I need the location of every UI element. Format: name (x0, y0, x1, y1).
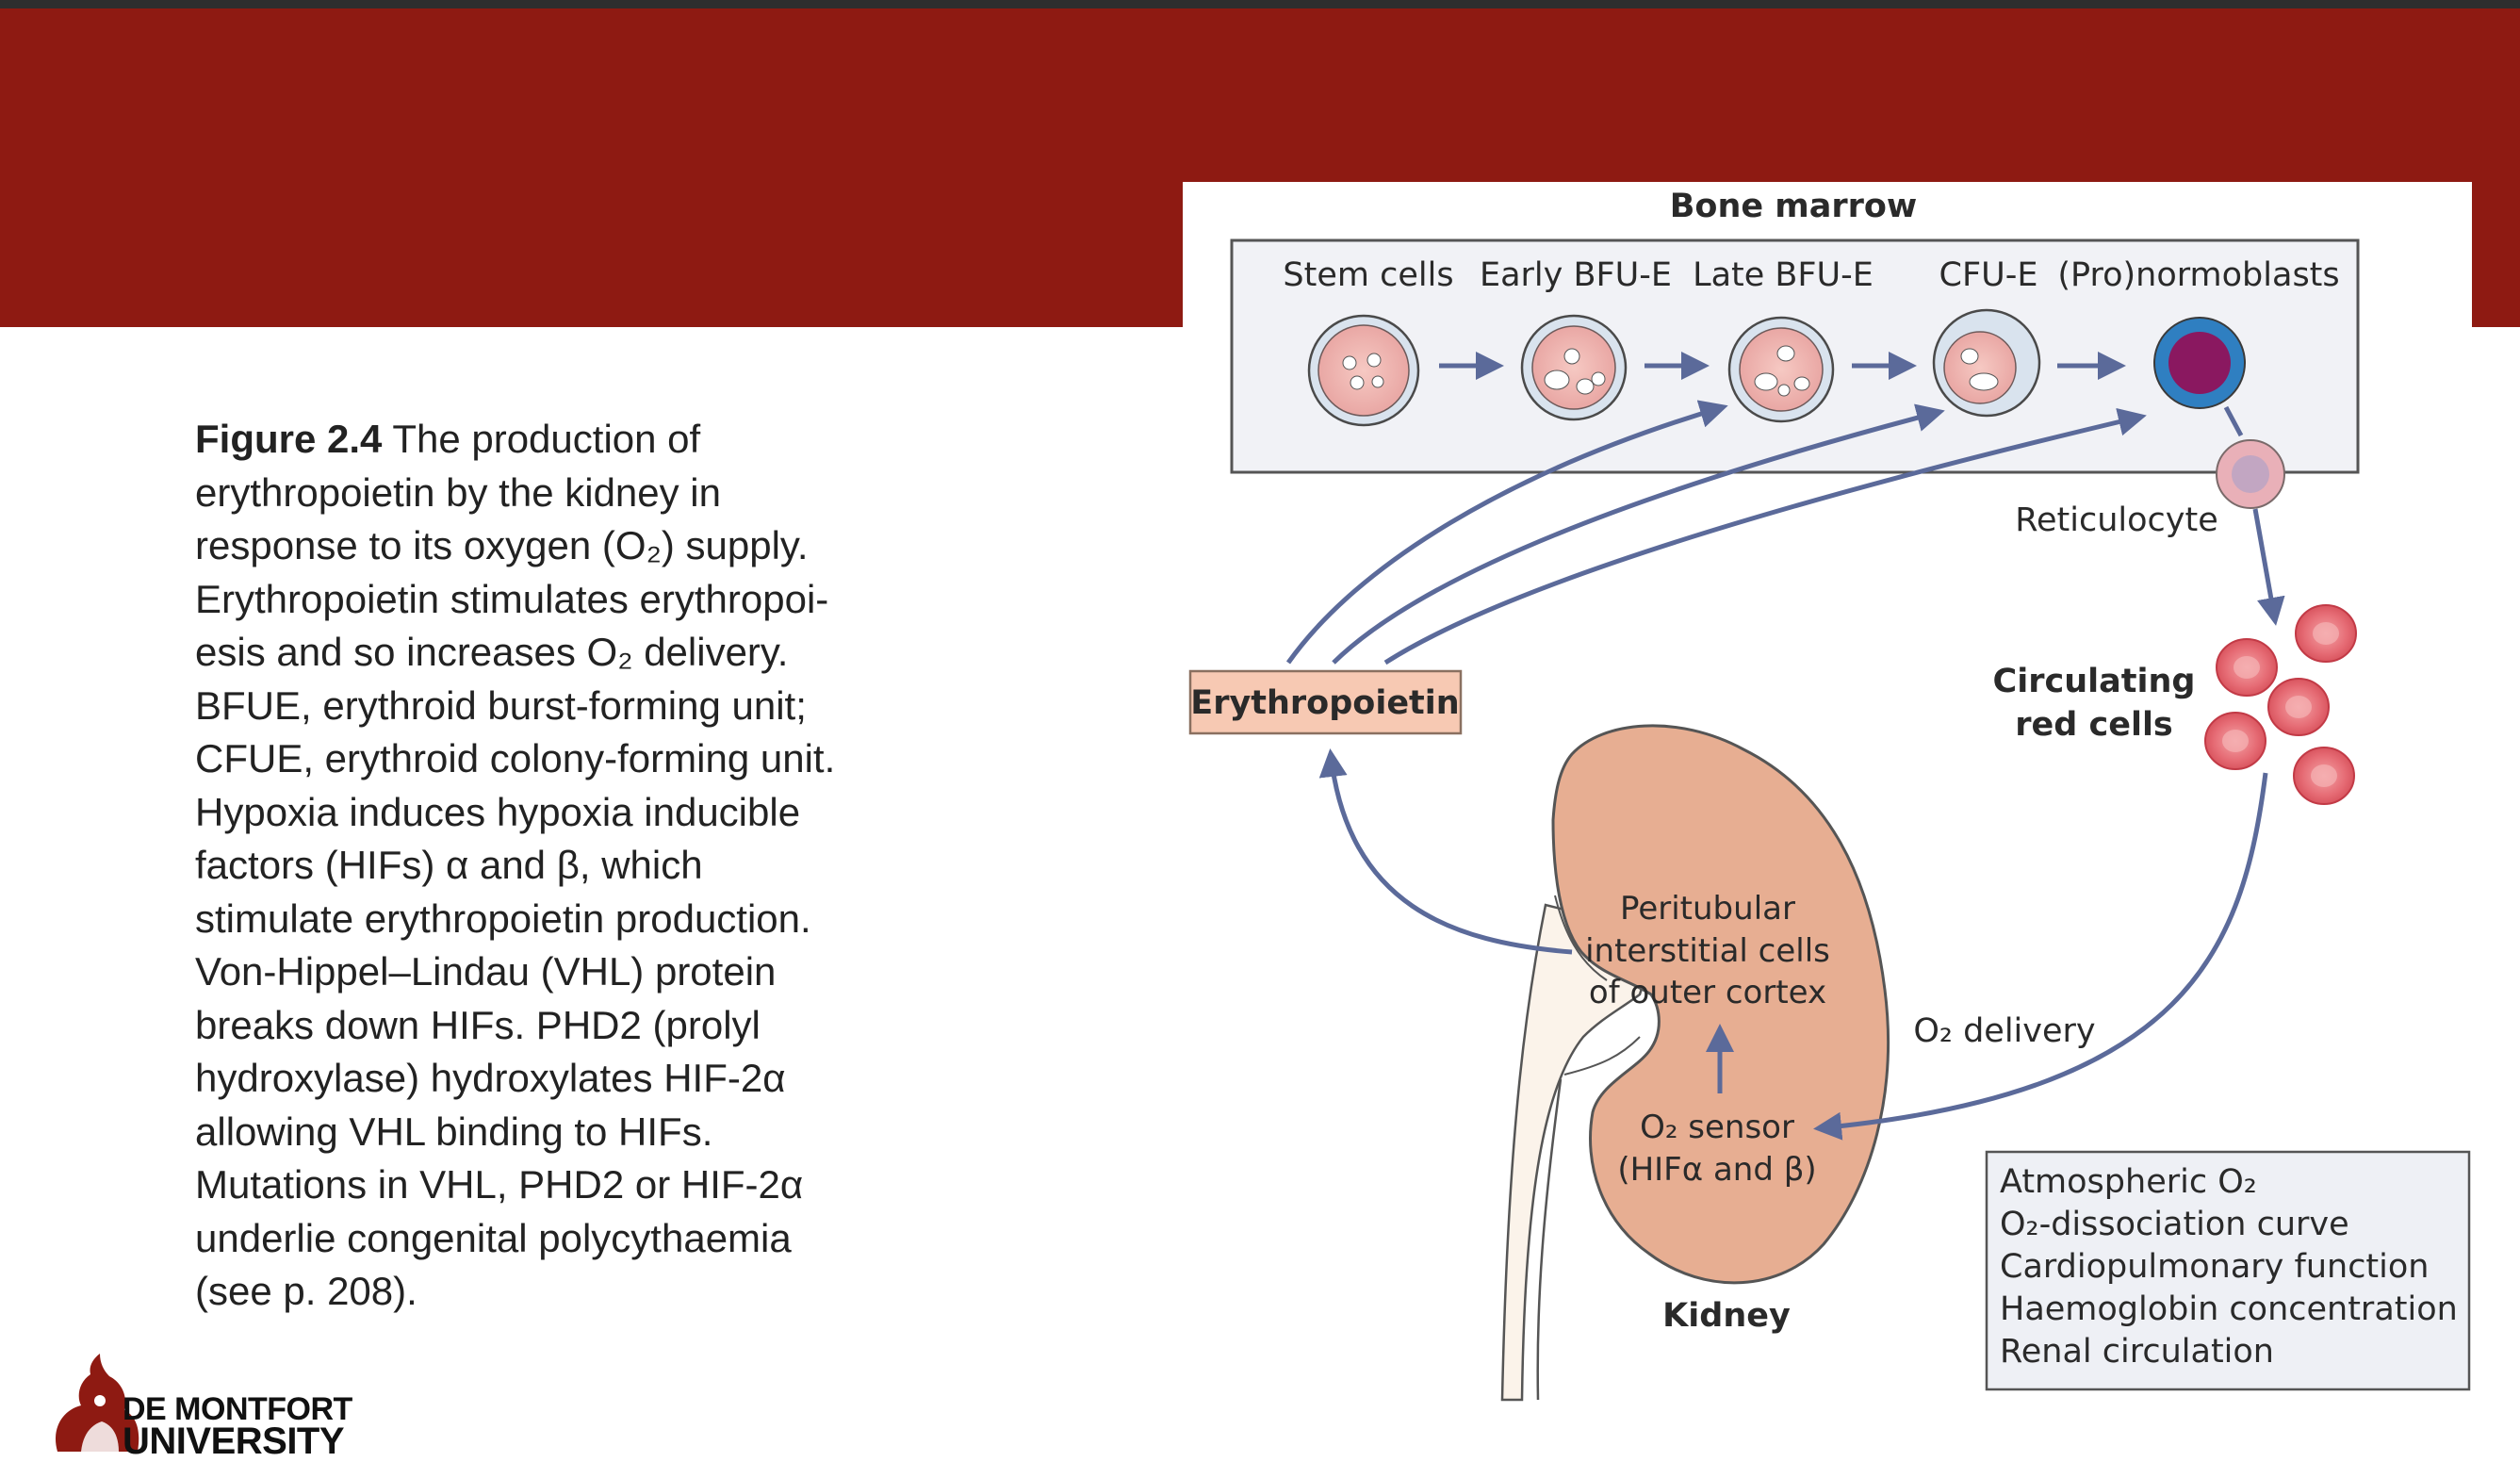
reticulocyte-label: Reticulocyte (2015, 501, 2218, 539)
circulating-label-line1: Circulating (1993, 663, 2196, 700)
arrow-epo-to-cfu-e (1383, 407, 2147, 665)
logo-line1: DE MONTFORT (123, 1391, 352, 1427)
stage-label-cfu-e: CFU-E (1939, 256, 2038, 294)
peritubular-line1: Peritubular (1620, 890, 1795, 928)
o2-sensor-line1: O₂ sensor (1640, 1109, 1794, 1146)
stem-cell (1307, 314, 1420, 427)
caption-line-11: breaks down HIFs. PHD2 (prolyl (195, 1002, 761, 1047)
arrow-epo-to-late-bfu-e (1332, 403, 1945, 665)
caption-line-16: (see p. 208). (195, 1269, 417, 1313)
stage-label-stem-cells: Stem cells (1283, 256, 1453, 294)
caption-line-4: esis and so increases O₂ delivery. (195, 630, 789, 674)
caption-line-3: Erythropoietin stimulates erythropoi- (195, 576, 829, 621)
caption-line-14: Mutations in VHL, PHD2 or HIF-2α (195, 1162, 804, 1207)
caption-line-15: underlie congenital polycythaemia (195, 1215, 792, 1260)
circulating-red-cells (2204, 604, 2357, 805)
peritubular-line3: of outer cortex (1589, 974, 1826, 1011)
cfu-e-cell (1932, 308, 2041, 418)
caption-line-7: Hypoxia induces hypoxia inducible (195, 789, 801, 834)
kidney-label: Kidney (1662, 1297, 1791, 1335)
bone-marrow-title: Bone marrow (1670, 188, 1918, 225)
factor-atmospheric-o2: Atmospheric O₂ (2000, 1163, 2257, 1201)
caption-line-0: Figure 2.4 The production of (195, 417, 701, 461)
factor-dissociation-curve: O₂-dissociation curve (2000, 1206, 2349, 1243)
late-bfu-e-cell (1727, 316, 1835, 423)
caption-line-10: Von-Hippel–Lindau (VHL) protein (195, 949, 777, 994)
university-wordmark: DE MONTFORT UNIVERSITY (123, 1391, 352, 1462)
top-strip (0, 0, 2520, 8)
factor-renal-circulation: Renal circulation (2000, 1333, 2274, 1371)
factor-cardiopulmonary: Cardiopulmonary function (2000, 1248, 2429, 1286)
erythropoietin-box (1188, 669, 1463, 735)
arrow-pronormoblast-to-reticulocyte (2223, 405, 2244, 437)
arrow-o2-delivery (1813, 772, 2268, 1141)
stage-label-late-bfu-e: Late BFU-E (1693, 256, 1874, 294)
caption-line-13: allowing VHL binding to HIFs. (195, 1109, 713, 1154)
peritubular-line2: interstitial cells (1585, 932, 1830, 970)
caption-line-1: erythropoietin by the kidney in (195, 469, 721, 515)
stage-label-pronormoblasts: (Pro)normoblasts (2057, 256, 2339, 294)
factor-haemoglobin: Haemoglobin concentration (2000, 1290, 2458, 1328)
caption-line-8: factors (HIFs) α and β, which (195, 843, 703, 887)
circulating-label-line2: red cells (2015, 706, 2173, 744)
o2-delivery-label: O₂ delivery (1913, 1012, 2095, 1050)
kidney-shape (1500, 724, 1890, 1402)
early-bfu-e-cell (1520, 314, 1628, 421)
figure-caption: Figure 2.4 The production of erythropoie… (195, 413, 940, 1319)
caption-line-2: response to its oxygen (O₂) supply. (195, 523, 809, 567)
caption-line-9: stimulate erythropoietin production. (195, 895, 811, 941)
arrow-epo-to-early-bfu-e (1285, 400, 1728, 665)
arrow-peritubular-to-erythropoietin (1318, 748, 1573, 955)
arrow-reticulocyte-to-circulation (2252, 508, 2285, 626)
reticulocyte-cell (2216, 439, 2285, 509)
logo-line2: UNIVERSITY (123, 1421, 345, 1462)
university-logo-icon (55, 1354, 139, 1452)
caption-line-12: hydroxylase) hydroxylates HIF-2α (195, 1056, 786, 1100)
erythropoietin-label: Erythropoietin (1190, 684, 1459, 722)
pronormoblast-cell (2153, 317, 2246, 409)
o2-sensor-line2: (HIFα and β) (1617, 1151, 1816, 1189)
caption-line-5: BFUE, erythroid burst-forming unit; (195, 682, 807, 728)
stage-label-early-bfu-e: Early BFU-E (1480, 256, 1672, 294)
figure-label: Figure 2.4 (195, 417, 383, 461)
caption-line-6: CFUE, erythroid colony-forming unit. (195, 736, 836, 780)
factors-box (1985, 1150, 2471, 1391)
